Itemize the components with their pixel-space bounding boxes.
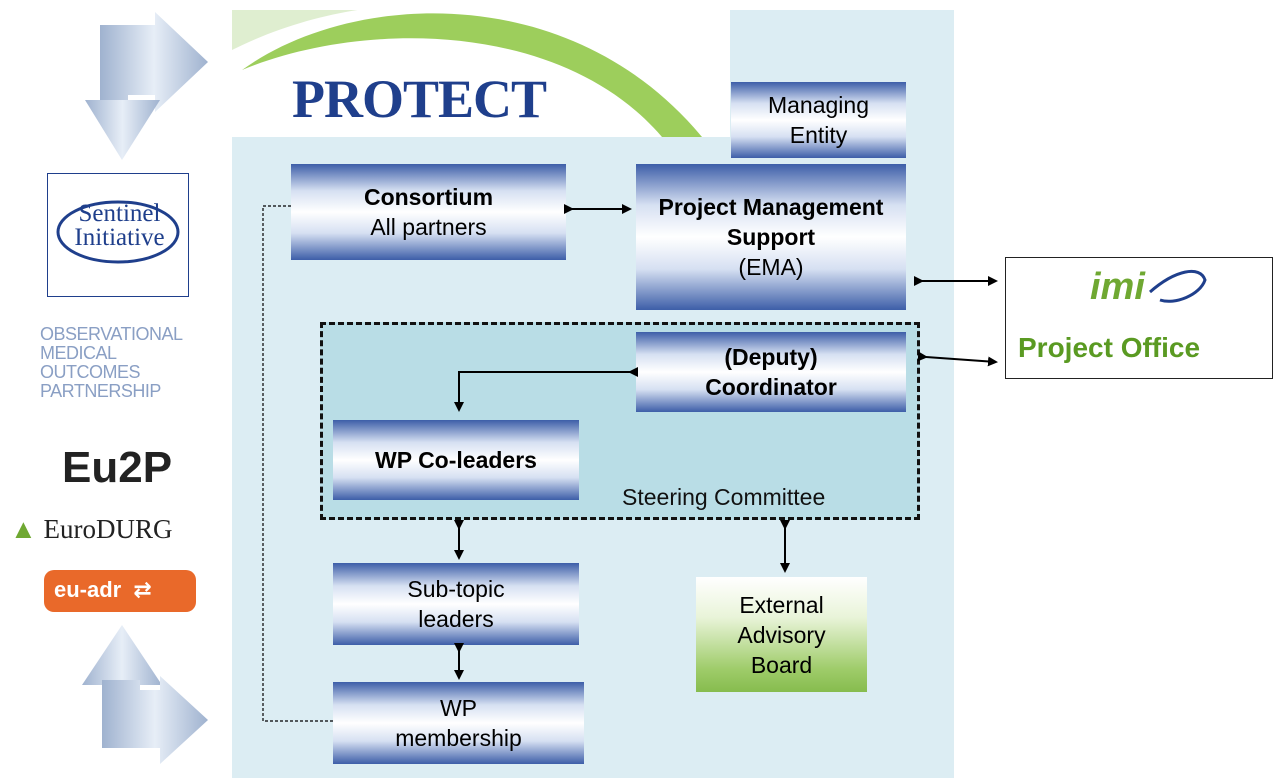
imi-project-office-box: [1005, 257, 1273, 379]
omop-line-4: PARTNERSHIP: [40, 381, 161, 401]
consortium-box: Consortium All partners: [291, 164, 566, 260]
subtopic-leaders-box: Sub-topic leaders: [333, 563, 579, 645]
omop-line-2: MEDICAL: [40, 343, 117, 363]
subtopic-leaders-label: Sub-topic leaders: [407, 576, 505, 632]
steering-committee-label: Steering Committee: [622, 484, 826, 510]
coordinator-imi-arrow: [917, 351, 998, 367]
imi-logo: imi: [1090, 266, 1145, 308]
europe-map-icon: ▲: [10, 514, 37, 544]
eu-adr-text: eu-adr: [54, 577, 122, 602]
omop-line-3: OUTCOMES: [40, 362, 141, 382]
wp-coleaders-label: WP Co-leaders: [375, 447, 537, 473]
advisory-board-label: External Advisory Board: [737, 591, 826, 678]
project-management-support-box: Project Management Support (EMA): [636, 164, 906, 310]
pms-subtitle: (EMA): [738, 254, 804, 280]
wp-membership-box: WP membership: [333, 682, 584, 764]
omop-logo: OBSERVATIONAL MEDICAL OUTCOMES PARTNERSH…: [40, 325, 210, 401]
managing-entity-label: Managing Entity: [767, 92, 870, 148]
coordinator-wp-arrow: [454, 367, 638, 412]
left-flow-arrows: [82, 12, 208, 764]
sentinel-initiative-logo: Sentinel Initiative: [47, 173, 189, 297]
top-flow-arrow-icon: [85, 12, 208, 160]
omop-line-1: OBSERVATIONAL: [40, 324, 183, 344]
project-office-label: Project Office: [1018, 332, 1201, 363]
eurodurg-text: EuroDURG: [43, 514, 173, 544]
wp-coleaders-box: WP Co-leaders: [333, 420, 579, 500]
managing-entity-box: Managing Entity: [731, 82, 906, 158]
consortium-membership-dashed: [262, 205, 333, 722]
sentinel-swoosh-icon: [56, 200, 180, 264]
wp-membership-label: WP membership: [395, 695, 522, 751]
bottom-flow-arrow-icon: [82, 625, 208, 764]
swoosh-graphic: [232, 10, 702, 137]
consortium-subtitle: All partners: [370, 214, 487, 240]
eurodurg-logo: ▲ EuroDURG: [10, 514, 172, 545]
eu-adr-logo: eu-adr ⇄: [44, 570, 196, 612]
protect-header: PROTECT: [232, 10, 730, 137]
eu2p-logo: Eu2P: [62, 443, 173, 492]
external-advisory-board-box: External Advisory Board: [696, 577, 867, 692]
consortium-title: Consortium: [363, 184, 494, 210]
pms-title: Project Management Support: [658, 194, 884, 250]
sentinel-text: Sentinel Initiative: [74, 200, 165, 251]
coordinator-box: (Deputy) Coordinator: [636, 332, 906, 412]
coordinator-label: (Deputy) Coordinator: [705, 344, 837, 400]
protect-logo: PROTECT: [292, 69, 547, 129]
double-arrow-icon: ⇄: [133, 577, 152, 602]
